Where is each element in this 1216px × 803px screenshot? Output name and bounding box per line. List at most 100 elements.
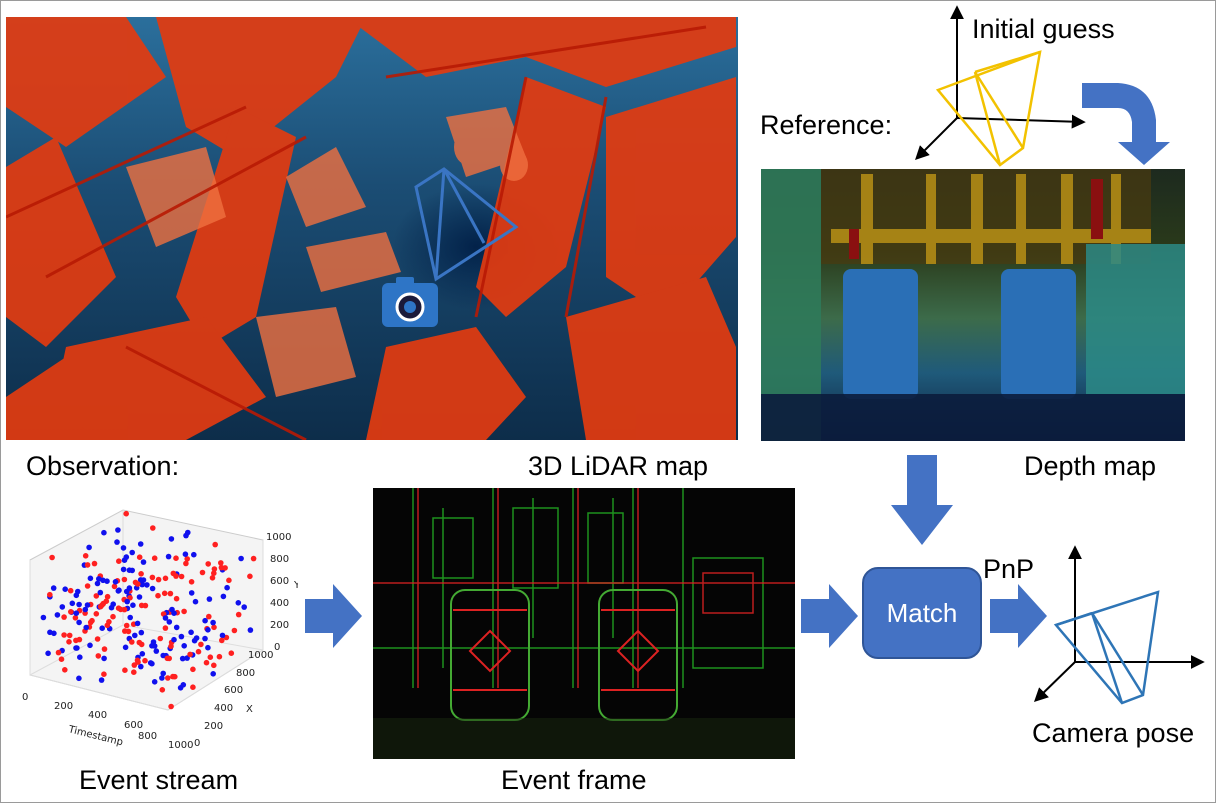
- event-point: [139, 581, 145, 588]
- event-point: [120, 545, 127, 551]
- event-point: [205, 644, 211, 651]
- x-tick-1000: 1000: [248, 650, 273, 661]
- depth-map-label: Depth map: [1024, 451, 1157, 481]
- event-point: [124, 598, 130, 605]
- event-point: [139, 651, 146, 657]
- event-point: [55, 649, 62, 656]
- event-point: [138, 571, 144, 577]
- event-point: [160, 670, 166, 677]
- event-point: [219, 637, 225, 644]
- lidar-camera-frustum: [414, 167, 519, 282]
- event-point: [95, 653, 102, 659]
- t-tick-1000: 1000: [168, 740, 193, 751]
- event-point: [149, 660, 155, 667]
- match-label: Match: [886, 597, 958, 628]
- event-point: [142, 602, 149, 609]
- event-point: [191, 551, 197, 558]
- initial-guess-label: Initial guess: [972, 14, 1115, 44]
- depth-map-render: [761, 169, 1185, 441]
- event-point: [112, 579, 119, 585]
- event-point: [66, 632, 73, 639]
- event-point: [153, 648, 160, 654]
- event-point: [166, 619, 173, 625]
- event-point: [190, 666, 196, 673]
- event-point: [72, 615, 79, 621]
- x-axis-label: X: [246, 704, 253, 715]
- event-point: [220, 593, 227, 600]
- event-point: [104, 593, 111, 600]
- event-point: [241, 604, 247, 610]
- event-point: [205, 627, 211, 633]
- event-point: [181, 608, 187, 615]
- event-point: [205, 561, 211, 567]
- event-point: [87, 642, 93, 649]
- event-point: [211, 624, 217, 631]
- event-point: [140, 577, 147, 583]
- event-point: [218, 560, 224, 566]
- y-tick-400: 400: [270, 598, 289, 609]
- event-point: [91, 560, 98, 567]
- event-point: [115, 588, 122, 594]
- event-point: [131, 662, 138, 668]
- event-point: [207, 654, 214, 660]
- event-point: [231, 627, 238, 634]
- x-tick-800: 800: [236, 668, 255, 679]
- observation-label: Observation:: [26, 451, 180, 481]
- event-point: [127, 614, 133, 621]
- pnp-label: PnP: [983, 554, 1035, 584]
- event-point: [140, 559, 147, 565]
- event-point: [74, 645, 80, 651]
- event-point: [211, 566, 218, 572]
- event-frame-render: [373, 488, 795, 759]
- event-point: [173, 555, 179, 561]
- t-tick-0: 0: [22, 692, 28, 703]
- event-point: [224, 584, 230, 591]
- event-point: [89, 617, 95, 624]
- match-block: Match: [862, 567, 982, 659]
- event-point: [187, 651, 193, 658]
- event-point: [188, 629, 194, 636]
- event-point: [151, 555, 158, 561]
- event-point: [226, 577, 232, 584]
- event-point: [130, 602, 136, 608]
- event-point: [94, 580, 101, 587]
- event-point: [193, 635, 200, 641]
- event-point: [192, 598, 199, 605]
- event-point: [87, 575, 94, 582]
- y-tick-200: 200: [270, 620, 289, 631]
- event-point: [150, 525, 156, 531]
- event-point: [202, 617, 208, 624]
- event-point: [97, 603, 104, 610]
- event-point: [250, 555, 257, 562]
- event-point: [134, 657, 141, 664]
- event-point: [120, 566, 127, 573]
- event-point: [138, 663, 144, 670]
- camera-pose-diagram: [1033, 545, 1205, 705]
- event-point: [45, 650, 51, 657]
- right-arrow-2: [801, 584, 858, 648]
- event-point: [136, 554, 143, 560]
- event-point: [149, 585, 156, 592]
- event-point: [206, 613, 212, 620]
- event-point: [76, 636, 83, 643]
- event-point: [149, 574, 156, 581]
- event-point: [188, 579, 195, 585]
- event-point: [98, 677, 105, 683]
- event-point: [168, 703, 174, 710]
- event-point: [212, 541, 218, 548]
- event-point: [129, 549, 135, 556]
- event-point: [173, 595, 180, 602]
- event-point: [101, 529, 107, 536]
- event-point: [211, 570, 217, 576]
- event-point: [58, 656, 65, 662]
- event-point: [228, 650, 235, 656]
- event-point: [137, 541, 144, 547]
- lidar-map-label: 3D LiDAR map: [528, 451, 709, 481]
- lidar-map-image: [6, 17, 738, 440]
- event-point: [238, 555, 244, 562]
- event-point: [173, 573, 179, 579]
- event-point: [171, 636, 177, 643]
- event-point: [54, 612, 61, 618]
- event-stream-axes: 0 200 400 600 800 1000 0 200 400 600 800…: [22, 509, 301, 751]
